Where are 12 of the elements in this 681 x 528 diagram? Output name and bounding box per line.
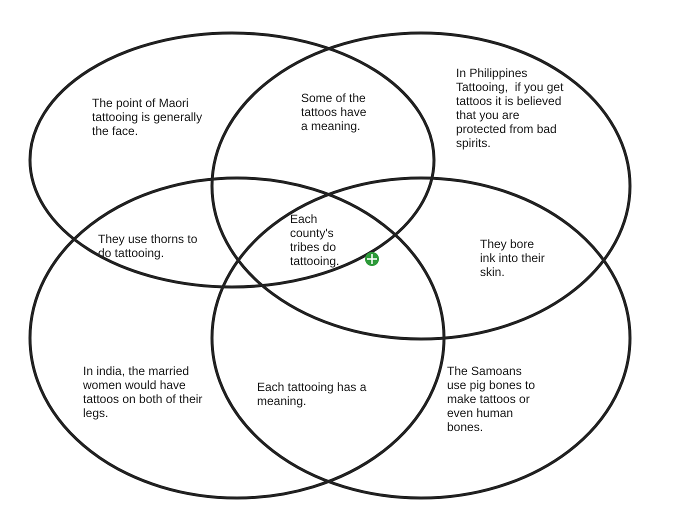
region-text: They bore ink into their skin. [480,237,546,279]
venn-ellipse [210,32,632,340]
region-text: Each county's tribes do tattooing. [290,212,340,268]
region-text: Some of the tattoos have a meaning. [301,91,368,133]
region-text: In india, the married women would have tattoos on both of their legs. [83,364,204,420]
venn-ellipse [210,176,632,500]
region-text: The Samoans use pig bones to make tattoos or even human bones. [447,364,536,434]
venn-ellipse [28,176,446,500]
region-text: The point of Maori tattooing is generally the face. [92,96,204,138]
region-text: Each tattooing has a meaning. [257,380,368,408]
venn-ellipse [28,32,436,288]
region-text: In Philippines Tattooing, if you get tattoos it is believed that you are protected from bad spirits. [456,66,564,150]
